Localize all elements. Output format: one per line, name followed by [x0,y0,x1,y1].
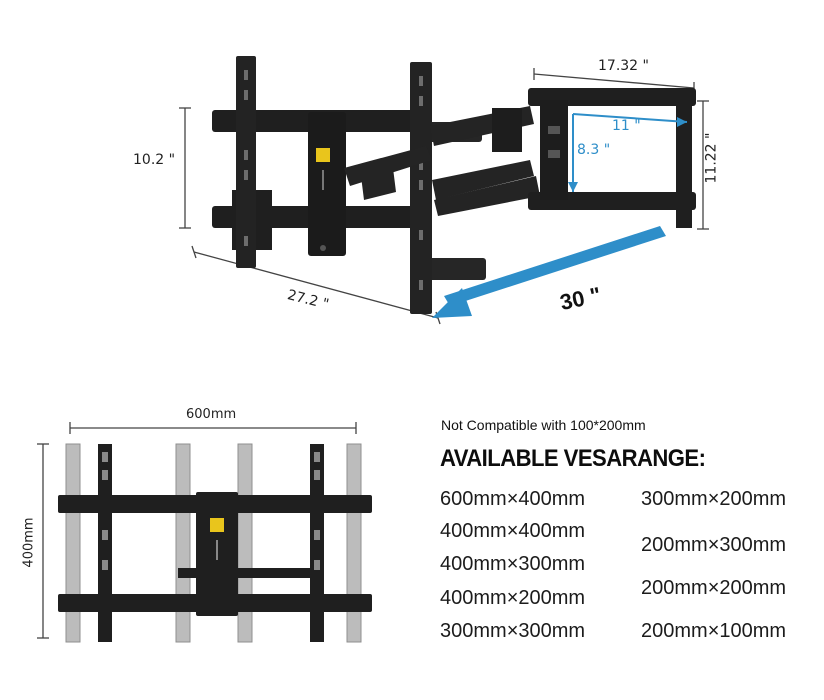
vesa-size-item: 200mm×200mm [641,577,787,599]
dim-inner-height-label: 8.3 " [577,142,611,158]
dim-plate-width-label: 17.32 " [598,58,649,74]
blue-measurements [432,113,688,318]
dim-inner-width-label: 11 " [612,118,641,134]
dim-depth-label: 10.2 " [133,152,176,168]
vesa-size-item: 600mm×400mm [440,488,586,510]
vesa-size-item: 300mm×300mm [440,620,586,642]
tv-bracket [528,88,696,228]
articulating-arm [344,106,540,216]
compatibility-notice: Not Compatible with 100*200mm [441,417,646,433]
vesa-size-item: 300mm×200mm [641,488,787,510]
vesa-width-label: 600mm [186,407,237,422]
vesa-size-item: 200mm×100mm [641,620,787,642]
wall-plate [212,56,486,314]
vesa-size-item: 400mm×200mm [440,587,586,609]
vesa-size-item: 400mm×300mm [440,553,586,575]
vesa-size-item: 200mm×300mm [641,534,787,556]
vesa-size-item: 400mm×400mm [440,520,586,542]
vesa-height-label: 400mm [21,517,37,568]
vesa-heading: AVAILABLE VESARANGE: [440,445,706,472]
